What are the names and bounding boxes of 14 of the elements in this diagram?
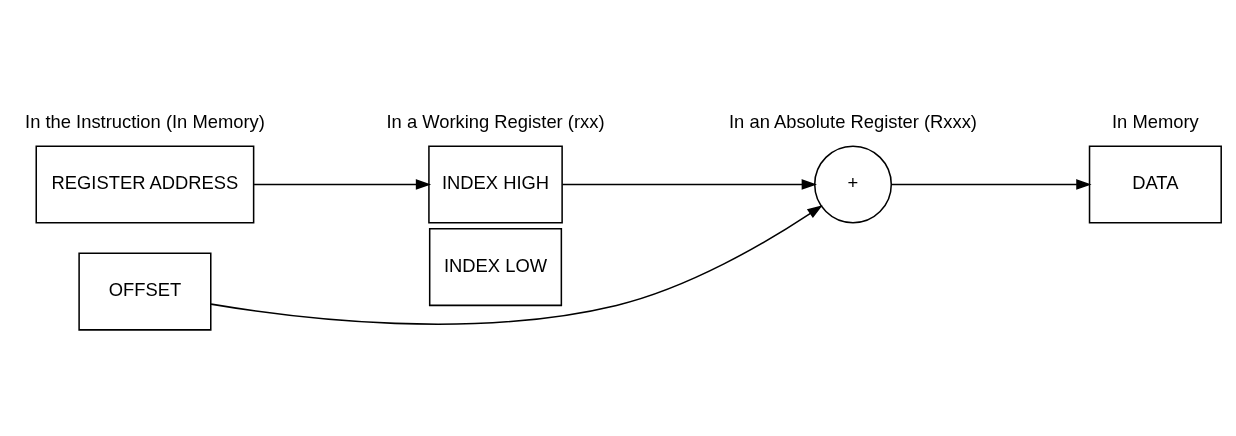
arrow — [253, 178, 432, 190]
node-box: OFFSET — [78, 252, 212, 331]
node-box: DATA — [1088, 144, 1222, 223]
node-circle: + — [813, 144, 893, 223]
arrow — [210, 204, 823, 325]
label: In the Instruction (In Memory) — [25, 110, 265, 132]
node-box: INDEX HIGH — [428, 144, 563, 223]
label: In an Absolute Register (Rxxx) — [729, 110, 977, 132]
node-box: INDEX LOW — [428, 227, 563, 306]
label: In a Working Register (rxx) — [386, 110, 605, 132]
arrow — [561, 178, 817, 190]
node-box: REGISTER ADDRESS — [35, 144, 255, 223]
arrow — [891, 178, 1092, 190]
label: In Memory — [1112, 110, 1199, 132]
